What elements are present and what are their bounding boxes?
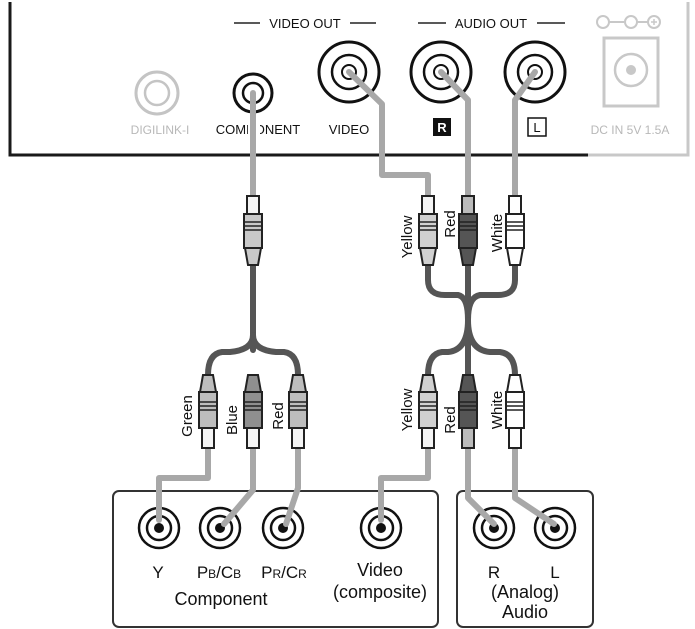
video-out-jack[interactable] (317, 40, 381, 104)
white-plug-bottom (505, 374, 525, 449)
white-plug-top (505, 195, 525, 266)
red-label-top: Red (442, 210, 459, 238)
audio-l-badge (527, 117, 547, 137)
red-component-label: Red (270, 402, 287, 430)
yellow-plug-top (418, 195, 438, 266)
tv-input-panels: Y PB/CB PR/CR Component Video (composite… (112, 490, 594, 628)
av-cable (346, 69, 557, 527)
audio-r-badge (433, 118, 451, 136)
video-input-label: Video (357, 560, 403, 580)
audio-l-out-jack[interactable] (503, 40, 567, 104)
yellow-plug-bottom (418, 374, 438, 449)
yellow-label-top: Yellow (399, 215, 416, 258)
analog-audio-panel (456, 490, 594, 628)
component-cable (156, 90, 301, 527)
digilink-jack (134, 70, 180, 116)
y-input-label: Y (152, 563, 163, 582)
blue-plug (243, 374, 263, 449)
pr-input-jack[interactable] (261, 506, 305, 550)
audio-l-badge-text: L (533, 120, 540, 135)
video-input-sublabel: (composite) (333, 582, 427, 602)
audio-r-badge-text: R (437, 120, 447, 135)
device-panel: VIDEO OUT AUDIO OUT DIGILINK-I COMPONENT… (8, 2, 690, 157)
pr-input-label: PR/CR (261, 563, 307, 582)
yellow-label-bottom: Yellow (399, 388, 416, 431)
component-group-label: Component (174, 589, 267, 609)
polarity-icon (596, 15, 661, 29)
red-component-plug (288, 374, 308, 449)
video-out-label: VIDEO OUT (269, 16, 341, 31)
video-out-jack-label: VIDEO (329, 122, 369, 137)
pb-input-jack[interactable] (198, 506, 242, 550)
white-label-top: White (489, 214, 506, 252)
audio-l-input-jack[interactable] (533, 506, 577, 550)
audio-r-out-jack[interactable] (409, 40, 473, 104)
audio-out-label: AUDIO OUT (455, 16, 527, 31)
analog-label: (Analog) (491, 582, 559, 602)
green-label: Green (179, 395, 196, 437)
dc-in-jack[interactable] (602, 36, 660, 108)
green-plug (198, 374, 218, 449)
digilink-label: DIGILINK-I (131, 123, 190, 137)
red-plug-bottom (458, 374, 478, 449)
audio-group-label: Audio (502, 602, 548, 622)
blue-label: Blue (224, 405, 241, 435)
dc-in-label: DC IN 5V 1.5A (591, 123, 670, 137)
pb-input-label: PB/CB (197, 563, 241, 582)
component-plug-top (243, 195, 263, 266)
audio-l-input-label: L (550, 563, 559, 582)
white-label-bottom: White (489, 391, 506, 429)
red-label-bottom: Red (442, 406, 459, 434)
audio-r-input-label: R (488, 563, 500, 582)
red-plug-top (458, 195, 478, 266)
component-video-panel (112, 490, 439, 628)
